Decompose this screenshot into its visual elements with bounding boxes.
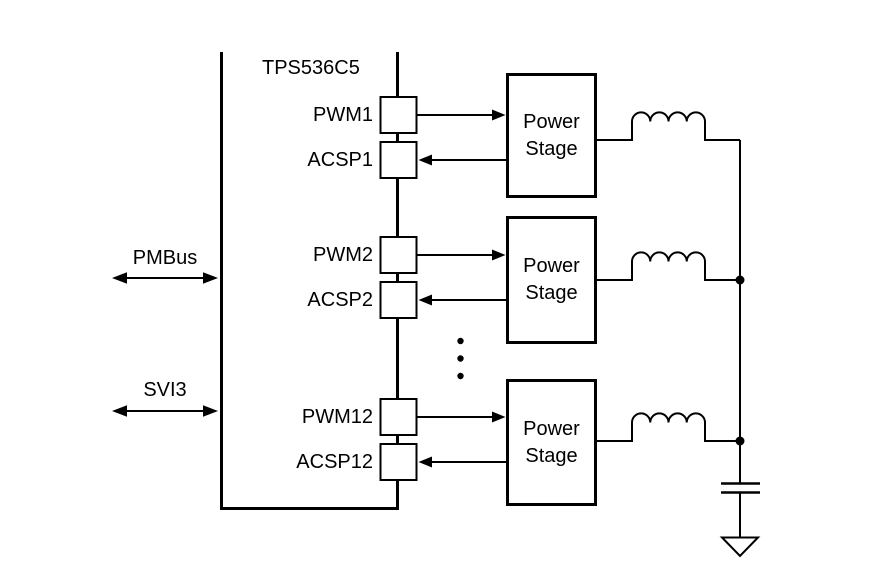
controller-label: TPS536C5 bbox=[262, 57, 360, 79]
inductor-2-icon bbox=[597, 251, 740, 281]
inductor-1-icon bbox=[597, 111, 740, 141]
ground-icon bbox=[719, 536, 761, 558]
acsp1-arrow-icon bbox=[418, 154, 506, 166]
power-stage-2-box bbox=[506, 216, 597, 344]
power-stage-1-label: Power Stage bbox=[523, 110, 580, 160]
pin-label-acsp12: ACSP12 bbox=[296, 451, 373, 473]
pin-box-pwm12 bbox=[379, 398, 418, 436]
pin-box-pwm2 bbox=[379, 236, 418, 274]
pmbus-label: PMBus bbox=[132, 247, 198, 269]
junction-dot-1 bbox=[735, 275, 745, 285]
pin-label-acsp1: ACSP1 bbox=[307, 149, 373, 171]
svi3-arrow-icon bbox=[112, 405, 218, 417]
pin-label-acsp2: ACSP2 bbox=[307, 289, 373, 311]
power-stage-2-label: Power Stage bbox=[523, 255, 580, 304]
pwm1-arrow-icon bbox=[417, 109, 506, 121]
power-stage-3-box bbox=[506, 379, 597, 506]
acsp2-arrow-icon bbox=[418, 294, 506, 306]
pin-box-acsp1 bbox=[379, 141, 418, 179]
pin-box-pwm1 bbox=[379, 96, 418, 134]
inductor-3-icon bbox=[597, 412, 740, 442]
junction-dot-2 bbox=[735, 436, 745, 446]
acsp12-arrow-icon bbox=[418, 456, 506, 468]
pin-label-pwm12: PWM12 bbox=[301, 406, 373, 428]
pin-label-pwm1: PWM1 bbox=[313, 104, 373, 126]
pwm2-arrow-icon bbox=[417, 249, 506, 261]
pin-box-acsp12 bbox=[379, 443, 418, 481]
controller-outline bbox=[220, 52, 399, 510]
output-capacitor-icon bbox=[721, 482, 760, 537]
power-stage-3-label: Power Stage bbox=[523, 417, 580, 467]
svi3-label: SVI3 bbox=[143, 379, 187, 401]
power-stage-1-box bbox=[506, 73, 597, 198]
pin-box-acsp2 bbox=[379, 281, 418, 319]
pin-label-pwm2: PWM2 bbox=[313, 244, 373, 266]
phases-ellipsis-icon bbox=[457, 337, 464, 380]
pmbus-arrow-icon bbox=[112, 272, 218, 284]
pwm12-arrow-icon bbox=[417, 411, 506, 423]
